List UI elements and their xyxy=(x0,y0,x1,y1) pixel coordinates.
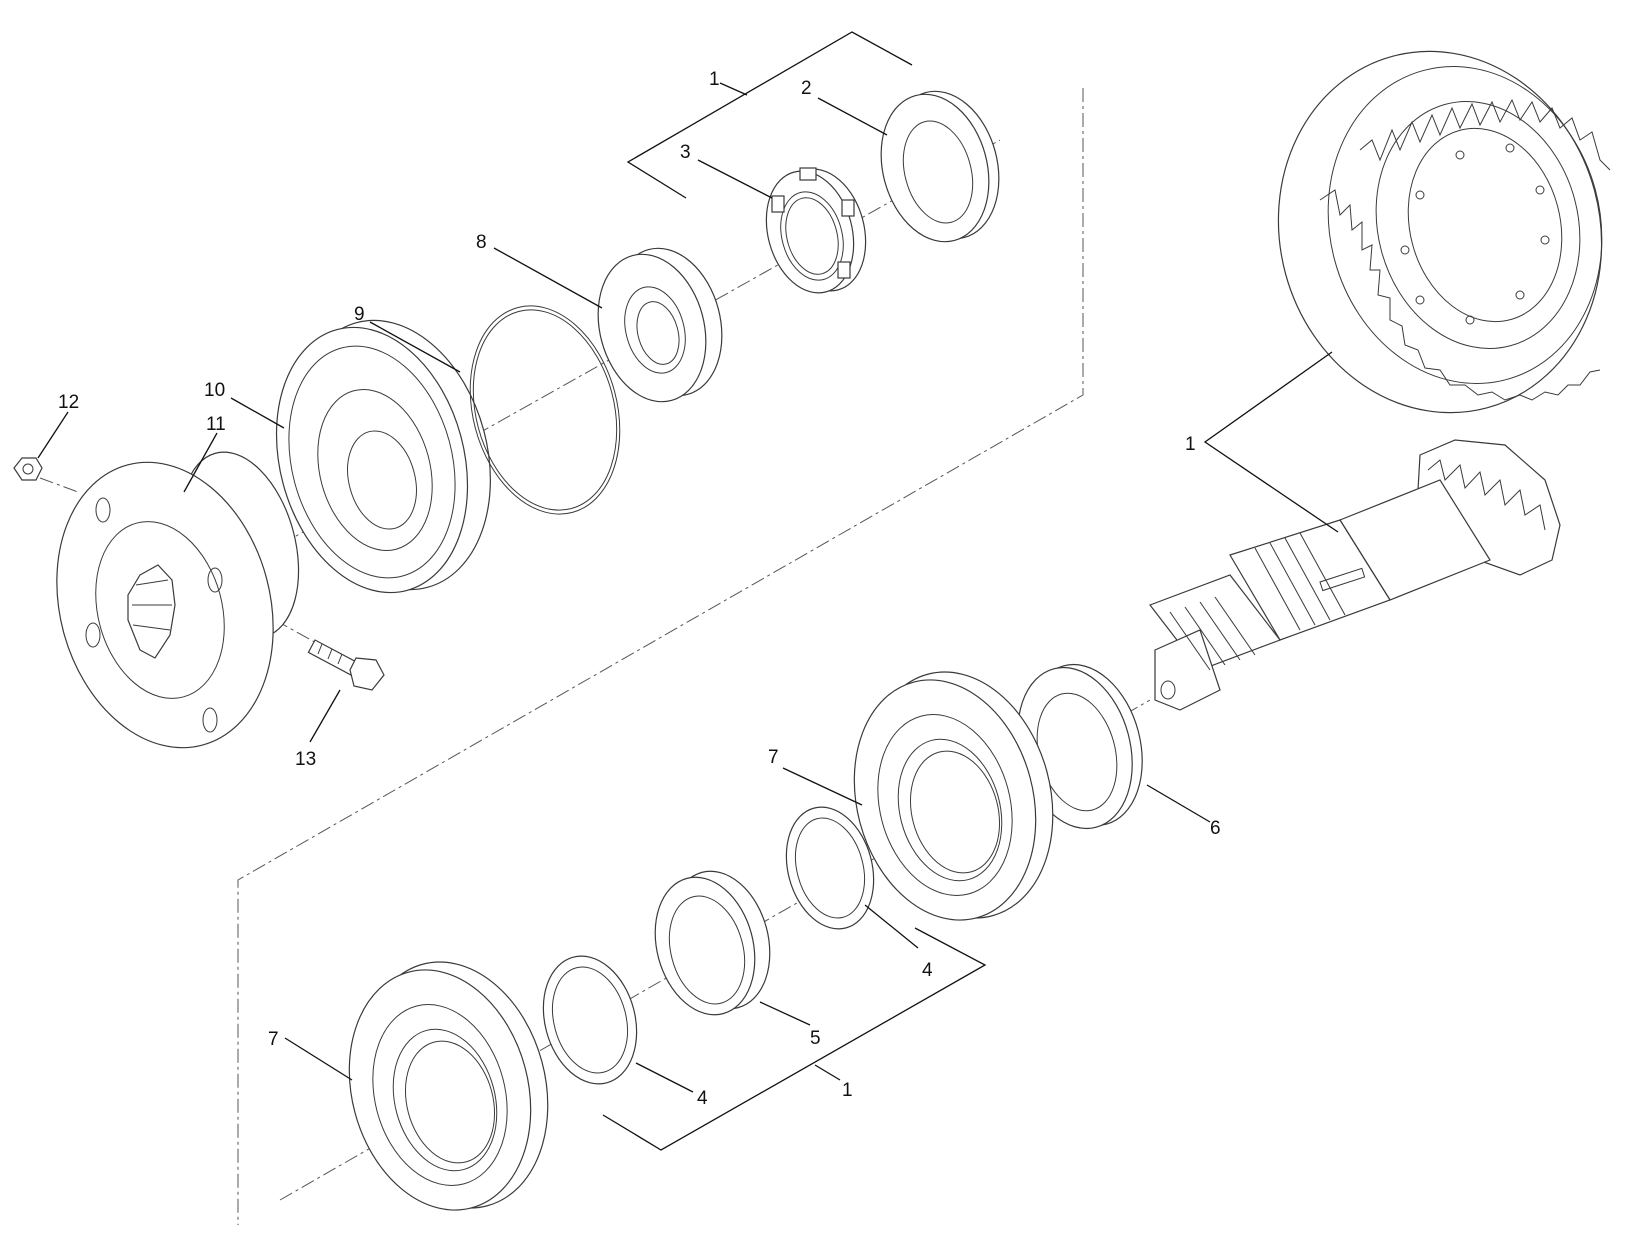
flange-yoke xyxy=(56,451,300,749)
callout-13: 13 xyxy=(295,749,316,770)
callout-10: 10 xyxy=(204,380,225,401)
slotted-locknut xyxy=(765,167,867,294)
callout-9: 9 xyxy=(354,304,365,325)
oil-seal xyxy=(597,247,723,403)
callout-3: 3 xyxy=(680,142,691,163)
seal-housing xyxy=(275,319,491,594)
callout-4-lower: 4 xyxy=(697,1088,708,1109)
shim-ring-upper xyxy=(785,806,875,930)
shim-ring-lower xyxy=(542,955,638,1085)
roller-bearing-lower xyxy=(348,961,549,1211)
ring-gear xyxy=(1277,50,1611,414)
hex-nut xyxy=(13,457,43,481)
callout-11: 11 xyxy=(206,414,226,435)
leader-lines xyxy=(37,31,1339,1151)
lock-washer xyxy=(880,90,1000,243)
callout-7-lower: 7 xyxy=(268,1029,279,1050)
callout-12: 12 xyxy=(58,392,79,413)
callout-1-gear: 1 xyxy=(1185,434,1196,455)
callout-1-bottom: 1 xyxy=(842,1080,853,1101)
callout-8: 8 xyxy=(476,232,487,253)
bearing-cup xyxy=(654,870,771,1016)
callout-7-upper: 7 xyxy=(768,747,779,768)
callout-1-top: 1 xyxy=(709,69,720,90)
callout-2: 2 xyxy=(801,78,812,99)
assembly-boundary xyxy=(237,88,1084,1225)
callout-labels: 1 2 3 8 9 10 11 12 13 1 7 6 4 5 4 1 7 xyxy=(58,69,1221,1109)
o-ring xyxy=(469,305,621,515)
callout-4-upper: 4 xyxy=(922,960,933,981)
pinion-shaft xyxy=(1149,439,1561,711)
roller-bearing-upper xyxy=(853,671,1054,921)
callout-6: 6 xyxy=(1210,818,1221,839)
hex-bolt xyxy=(307,639,385,691)
callout-5: 5 xyxy=(810,1028,821,1049)
